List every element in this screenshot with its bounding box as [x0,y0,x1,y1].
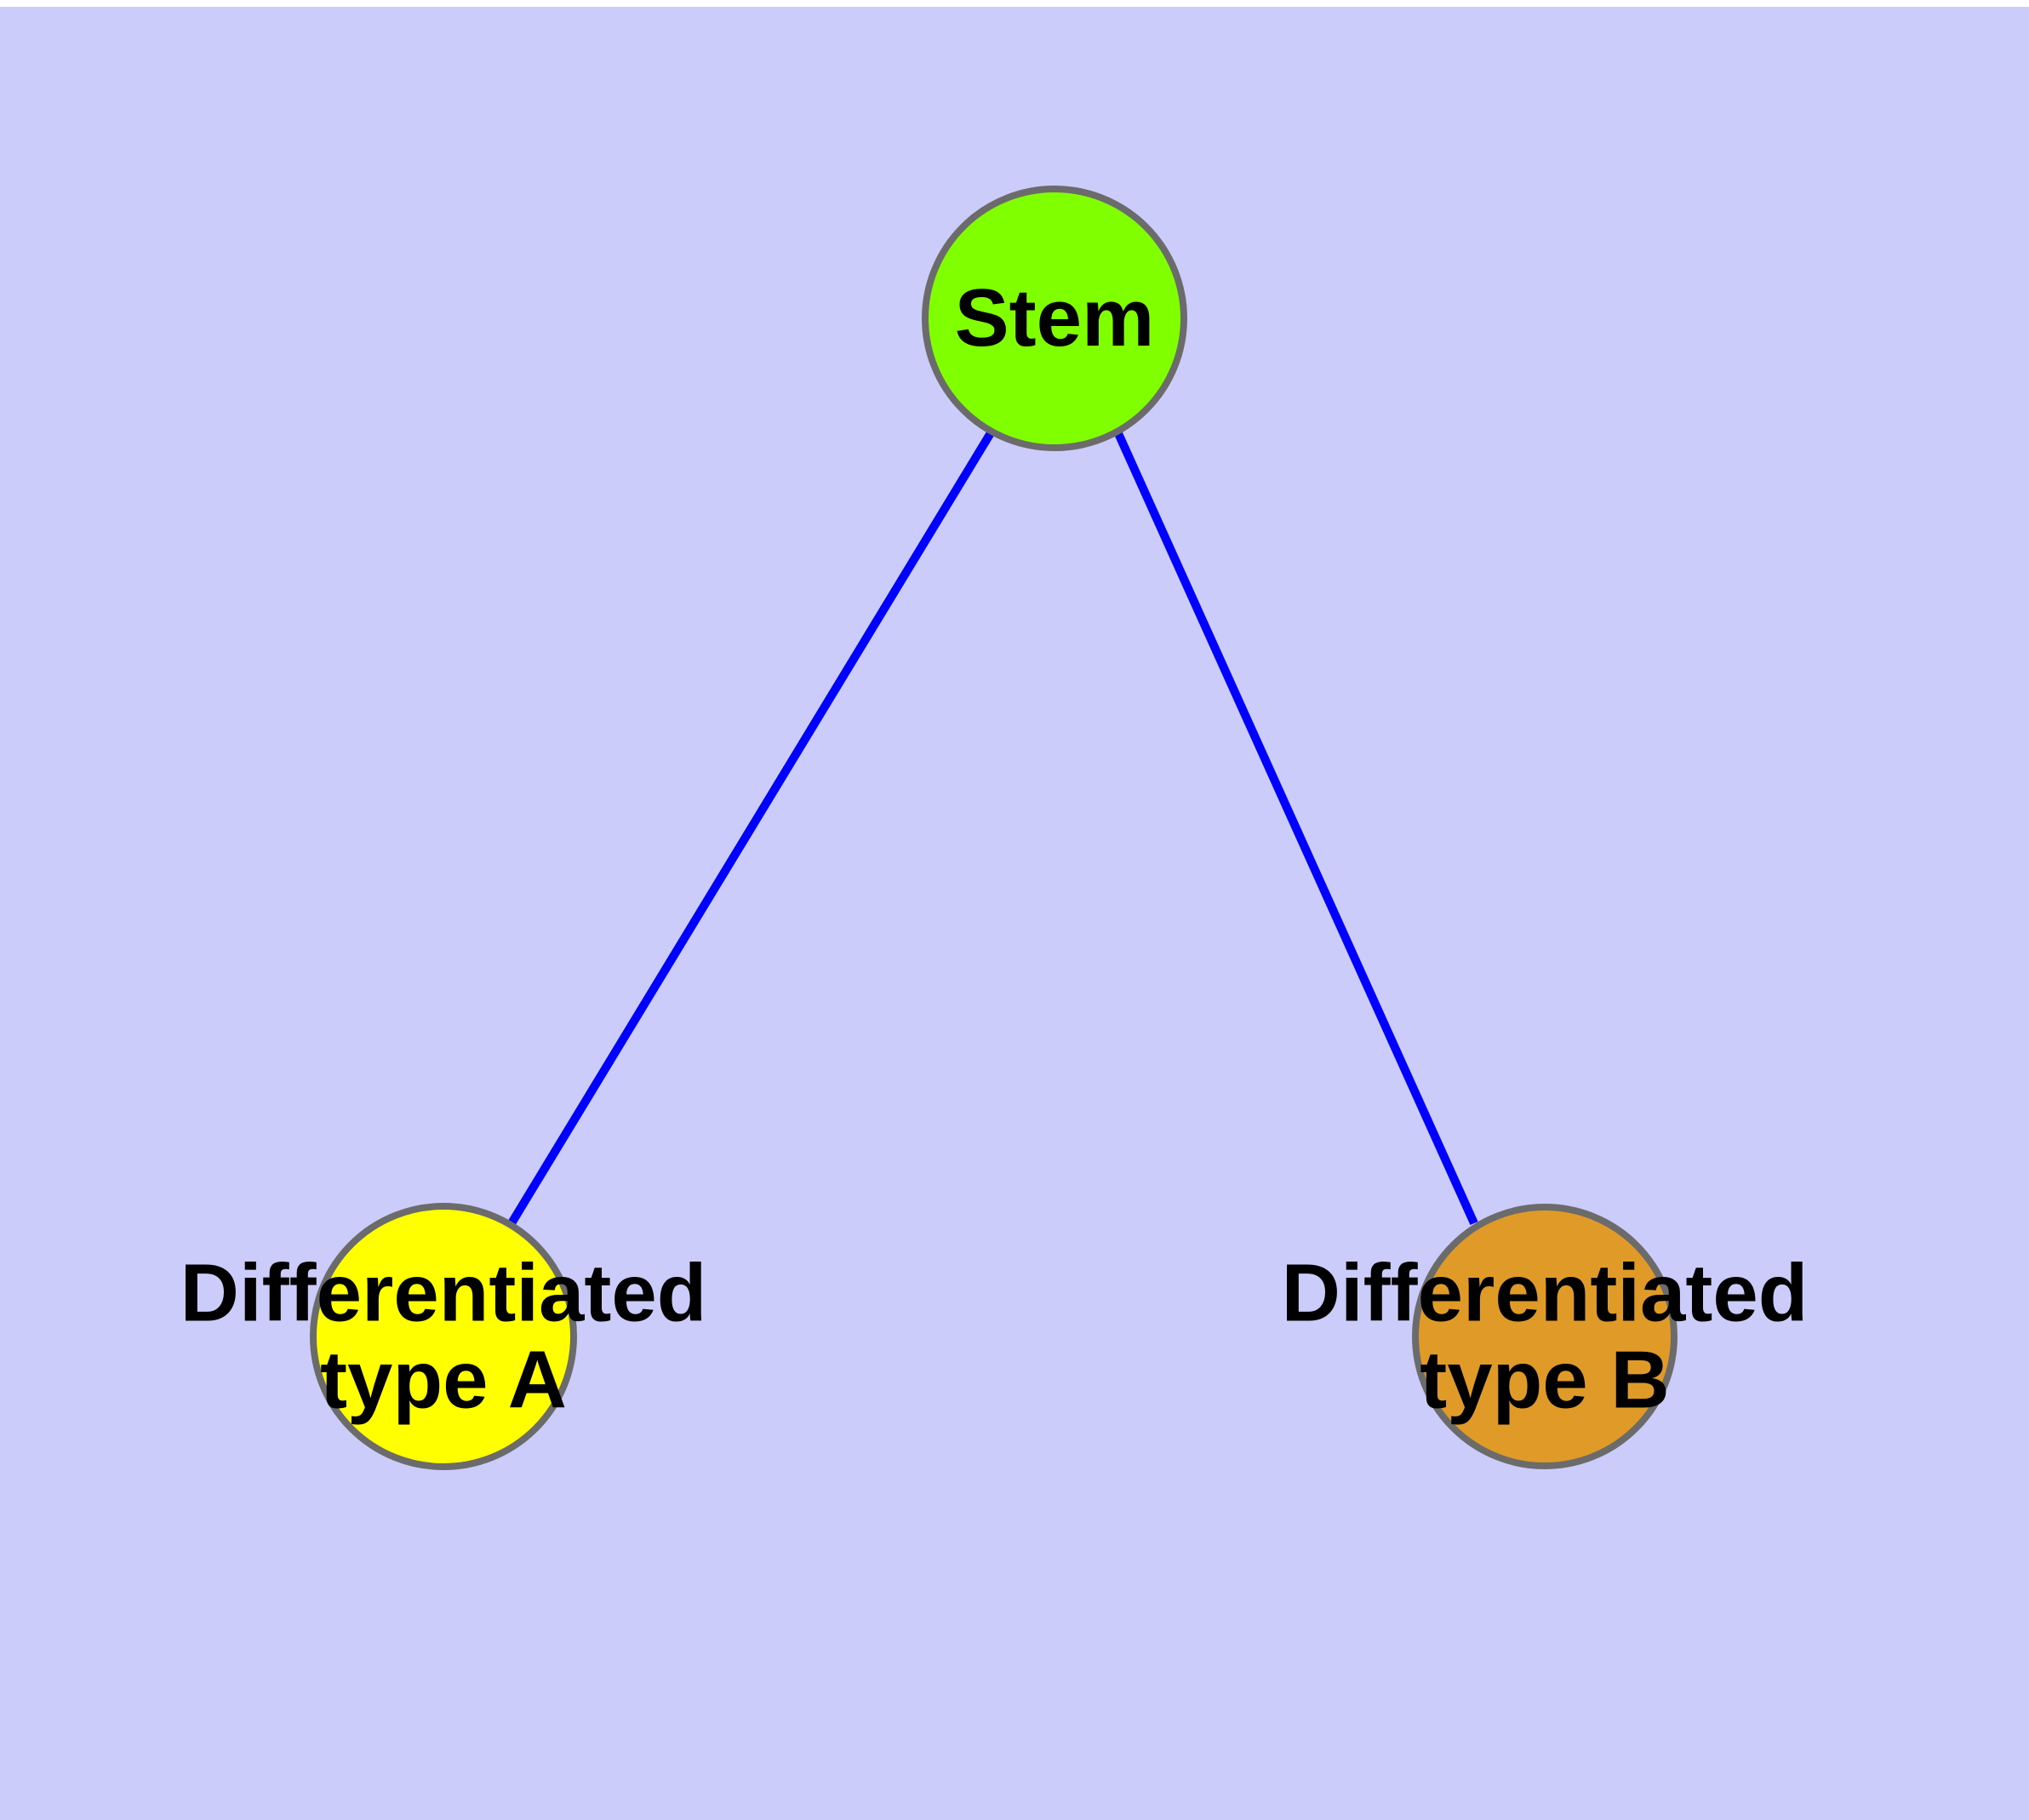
graph-node-diff_a[interactable] [310,1203,577,1470]
edge-layer [507,429,1478,1226]
node-layer [310,186,1677,1470]
graph-node-diff_b[interactable] [1412,1204,1677,1469]
graph-edge-stem-to-diff_a [507,429,996,1226]
graph-edge-stem-to-diff_b [1113,429,1478,1226]
graph-node-stem[interactable] [922,186,1187,451]
